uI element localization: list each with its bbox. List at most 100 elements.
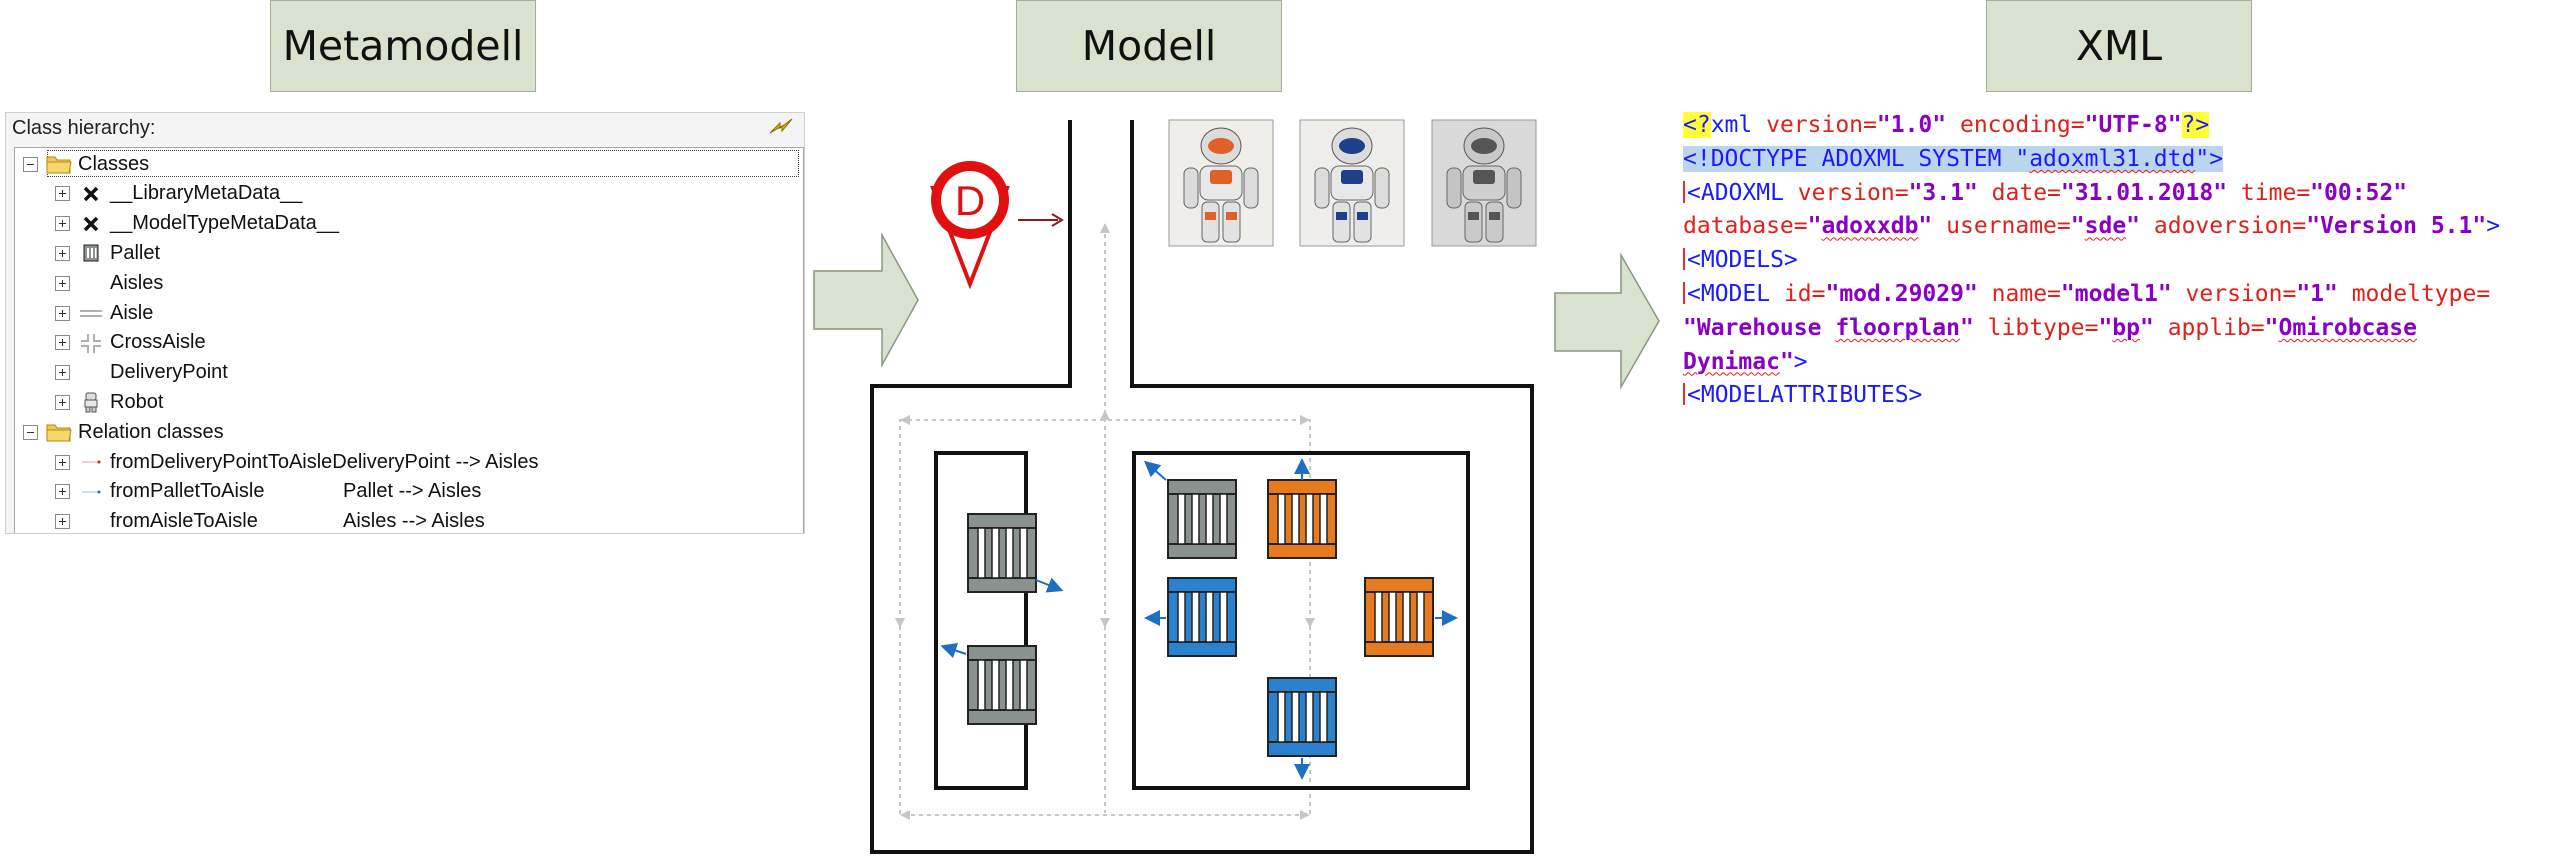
xml-token: "00:52" <box>2310 179 2408 206</box>
relation-target: Aisles --> Aisles <box>343 510 485 533</box>
pallet-grey-3[interactable] <box>1167 479 1237 559</box>
pallet-grey-1[interactable] <box>967 513 1037 593</box>
tree-row-crossaisle[interactable]: CrossAisle <box>55 329 206 357</box>
xml-line[interactable]: <MODEL id="mod.29029" name="model1" vers… <box>1683 279 2490 309</box>
delivery-point-letter: D <box>955 177 985 224</box>
pallet-orange-1[interactable] <box>1267 479 1337 559</box>
pallet-aisle-relations <box>940 458 1458 780</box>
xml-token: <MODEL <box>1687 281 1771 307</box>
tree-row-pallet[interactable]: Pallet <box>55 239 160 267</box>
xml-token: name= <box>1977 281 2061 307</box>
collapse-icon[interactable] <box>23 156 38 172</box>
expand-icon[interactable] <box>55 454 70 470</box>
cross-icon <box>78 183 104 205</box>
xml-line[interactable]: Dynimac"> <box>1683 347 1808 377</box>
expand-icon[interactable] <box>55 186 70 202</box>
expand-icon[interactable] <box>55 305 70 321</box>
aisle-path-arrows <box>895 223 1315 820</box>
xml-line[interactable]: <?xml version="1.0" encoding="UTF-8"?> <box>1683 110 2210 140</box>
expand-icon[interactable] <box>55 275 70 291</box>
tree-row-modeltypemetadata[interactable]: __ModelTypeMetaData__ <box>55 210 339 238</box>
xml-line[interactable]: "Warehouse floorplan" libtype="bp" appli… <box>1683 313 2417 343</box>
xml-token: "model1" <box>2060 281 2172 307</box>
aisle-icon <box>78 302 104 324</box>
xml-token: <MODELS> <box>1687 247 1798 274</box>
arrow-model-to-xml-icon <box>1554 253 1660 390</box>
delivery-point-icon[interactable]: D <box>930 161 1010 290</box>
tree-row-label: Robot <box>110 390 164 413</box>
xml-line[interactable]: <!DOCTYPE ADOXML SYSTEM "adoxml31.dtd"> <box>1683 144 2224 174</box>
xml-token: " <box>2140 314 2154 341</box>
tree-row-label: Aisle <box>110 301 154 324</box>
expand-icon[interactable] <box>55 394 70 410</box>
tree-row-robot[interactable]: Robot <box>55 388 163 416</box>
xml-token: "1.0" <box>1876 112 1947 138</box>
xml-token: Omirobcase <box>2278 314 2417 341</box>
expand-icon[interactable] <box>55 514 70 530</box>
tree-row-relation-classes[interactable]: Relation classes <box>23 418 224 446</box>
robot-orange-image[interactable] <box>1168 119 1274 247</box>
xml-token: floorplan <box>1835 314 1960 341</box>
xml-token: " <box>1918 213 1933 240</box>
xml-token: date= <box>1977 179 2061 206</box>
xml-token: bp <box>2112 314 2140 341</box>
tree-row-label: Classes <box>78 152 150 175</box>
class-tree[interactable]: Classes __LibraryMetaData__ __ModelTypeMet… <box>14 147 804 533</box>
expand-icon[interactable] <box>55 484 70 500</box>
cross-icon <box>78 213 104 235</box>
xml-token: adoxxdb <box>1821 213 1919 240</box>
xml-line[interactable]: database="adoxxdb" username="sde" adover… <box>1683 211 2500 241</box>
pallet-grey-2[interactable] <box>967 645 1037 725</box>
tree-row-fromdeliverypointtoaisledeliverypoint-aisles[interactable]: fromDeliveryPointToAisleDeliveryPoint --… <box>55 448 538 476</box>
pallet-orange-2[interactable] <box>1364 577 1434 657</box>
expand-icon[interactable] <box>55 216 70 232</box>
pallet-icon <box>78 242 104 264</box>
robot-grey-image[interactable] <box>1431 119 1537 247</box>
blank-icon <box>78 511 104 533</box>
xml-token: <? <box>1683 112 1711 138</box>
xml-token: libtype= <box>1973 314 2099 341</box>
xml-token: " <box>1959 314 1974 341</box>
xml-token: "> <box>2195 145 2224 172</box>
xml-line[interactable]: <MODELATTRIBUTES> <box>1683 380 1922 410</box>
xml-line[interactable]: <MODELS> <box>1683 245 1798 275</box>
line-marker <box>1683 248 1685 271</box>
warehouse-walls <box>870 120 1534 854</box>
xml-line[interactable]: <ADOXML version="3.1" date="31.01.2018" … <box>1683 178 2407 208</box>
panel-title: Class hierarchy: <box>12 117 156 139</box>
pallet-blue-1[interactable] <box>1167 577 1237 657</box>
blank-icon <box>78 272 104 294</box>
tree-row-label: Relation classes <box>78 420 224 443</box>
collapse-icon[interactable] <box>23 424 38 440</box>
xml-token: "1" <box>2296 281 2338 307</box>
tree-row-librarymetadata[interactable]: __LibraryMetaData__ <box>55 180 302 208</box>
tree-row-classes[interactable]: Classes <box>23 150 149 178</box>
xml-token: applib= <box>2153 314 2265 341</box>
expand-icon[interactable] <box>55 245 70 261</box>
xml-token: Dynimac <box>1683 348 1780 375</box>
xml-token: "UTF-8" <box>2084 112 2182 138</box>
folder-icon <box>46 421 72 443</box>
tree-row-label: Pallet <box>110 241 161 264</box>
arrow-metamodel-to-model-icon <box>813 233 919 368</box>
tree-row-label: __ModelTypeMetaData__ <box>110 212 340 235</box>
xml-token: ?> <box>2181 112 2210 138</box>
pallet-blue-2[interactable] <box>1267 677 1337 757</box>
robot-blue-image[interactable] <box>1299 119 1405 247</box>
expand-icon[interactable] <box>55 335 70 351</box>
tree-row-aisle[interactable]: Aisle <box>55 299 153 327</box>
xml-token: " <box>2098 314 2113 341</box>
xml-token: version= <box>2171 281 2297 307</box>
xml-token: "Warehouse <box>1683 314 1836 341</box>
tree-row-aisles[interactable]: Aisles <box>55 269 163 297</box>
selected-row-focus <box>47 150 799 177</box>
expand-icon[interactable] <box>55 365 70 381</box>
lightning-icon[interactable] <box>766 115 796 139</box>
tree-row-deliverypoint[interactable]: DeliveryPoint <box>55 359 228 387</box>
xml-token: " <box>1779 348 1794 375</box>
aisle-paths <box>899 226 1311 816</box>
warehouse-model: D <box>860 108 1560 867</box>
xml-token: xml <box>1710 112 1753 138</box>
